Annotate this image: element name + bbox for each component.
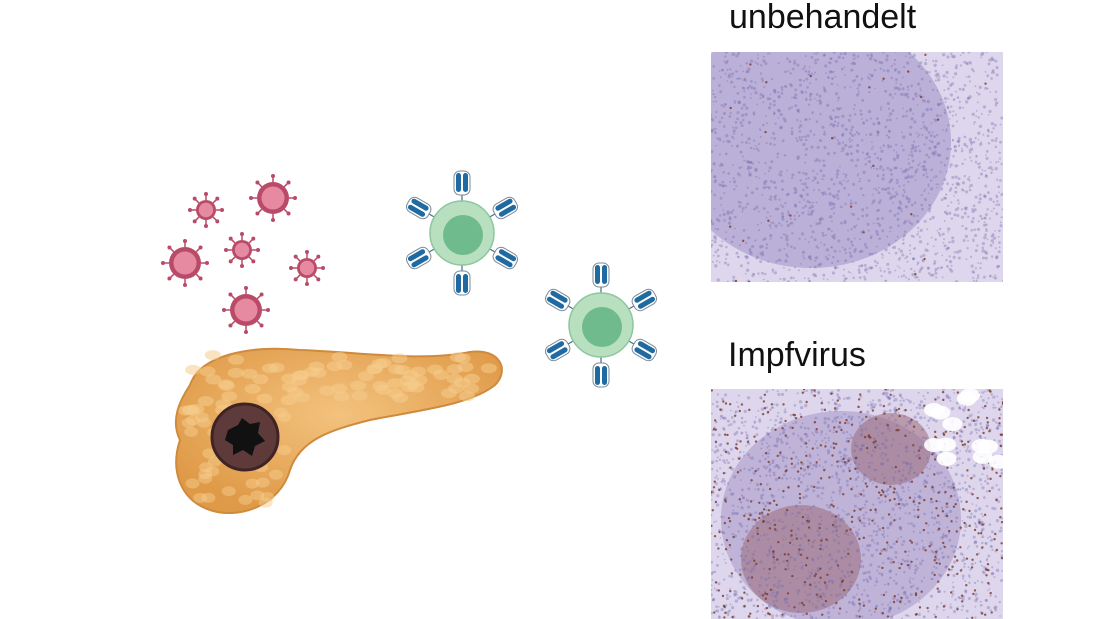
receptor-icon — [453, 264, 471, 296]
t-cell-group — [406, 170, 657, 388]
virus-icon — [224, 232, 260, 268]
receptor-icon — [453, 170, 471, 202]
virus-icon — [161, 239, 209, 287]
panel-title-untreated: unbehandelt — [729, 0, 917, 36]
panel-title-vaccine-virus: Impfvirus — [728, 336, 866, 374]
histology-image-untreated — [711, 52, 1003, 282]
virus-icon — [249, 174, 297, 222]
receptor-icon — [545, 288, 575, 312]
virus-icon — [222, 286, 270, 334]
histology-image-vaccine-virus — [711, 389, 1003, 619]
receptor-icon — [592, 356, 610, 388]
virus-icon — [289, 250, 325, 286]
tumor-icon — [210, 402, 280, 472]
virus-group — [161, 174, 325, 334]
receptor-icon — [545, 338, 575, 362]
receptor-icon — [406, 196, 436, 220]
virus-icon — [188, 192, 224, 228]
t-cell-icon — [406, 170, 518, 296]
receptor-icon — [627, 338, 657, 362]
receptor-icon — [406, 246, 436, 270]
t-cell-icon — [545, 262, 657, 388]
receptor-icon — [488, 246, 518, 270]
receptor-icon — [592, 262, 610, 294]
